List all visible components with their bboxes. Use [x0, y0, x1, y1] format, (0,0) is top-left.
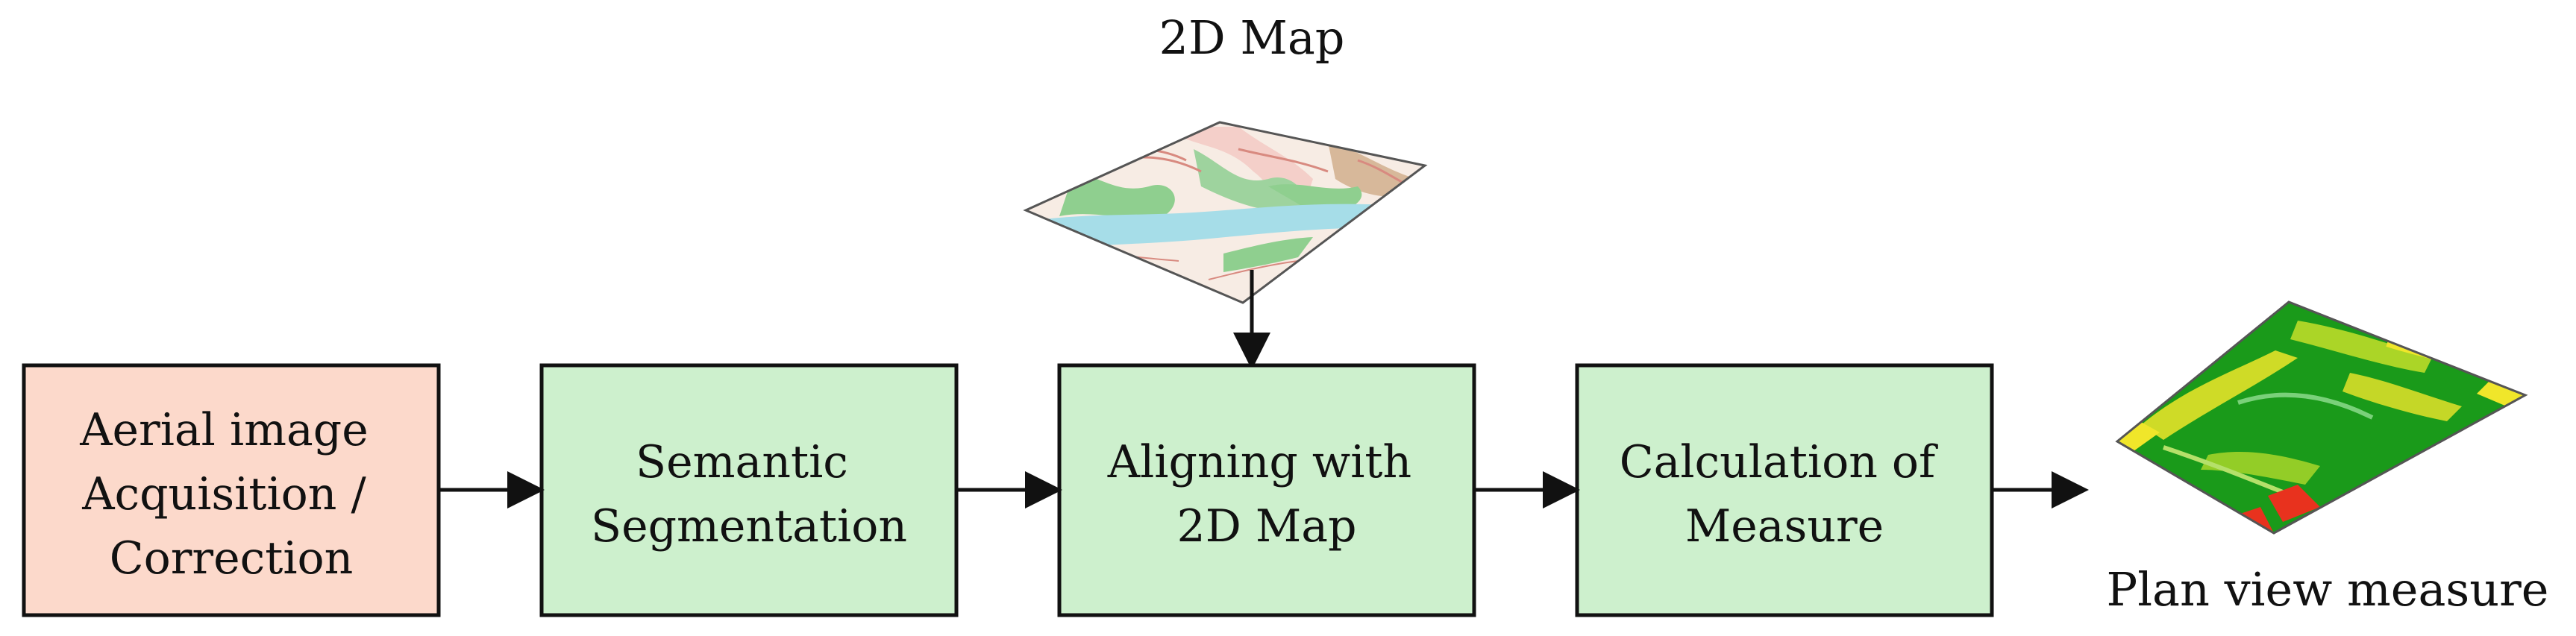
- node-line: 2D Map: [1177, 500, 1357, 552]
- node-box-calculation: [1575, 363, 1994, 617]
- plan-view-heatmap-icon: [2115, 300, 2528, 535]
- map-title: 2D Map: [1159, 10, 1345, 65]
- node-line: Acquisition /: [81, 468, 366, 520]
- 2d-map-thumbnail-icon: [1023, 121, 1428, 304]
- node-line: Aligning with: [1107, 436, 1411, 488]
- node-label-calculation: Calculation of Measure: [1620, 436, 1950, 552]
- node-line: Correction: [110, 532, 354, 585]
- plan-view-label: Plan view measure: [2107, 562, 2549, 617]
- node-label-aligning: Aligning with 2D Map: [1107, 436, 1426, 552]
- node-line: Measure: [1685, 500, 1884, 552]
- node-line: Aerial image: [79, 404, 369, 456]
- node-box-aligning: [1057, 363, 1476, 617]
- node-box-semantic-segmentation: [539, 363, 959, 617]
- node-line: Semantic: [636, 436, 848, 488]
- node-label-aerial-image: Aerial image Acquisition / Correction: [79, 404, 383, 585]
- node-label-semantic-segmentation: Semantic Segmentation: [591, 436, 907, 552]
- node-line: Calculation of: [1620, 436, 1938, 488]
- node-line: Segmentation: [591, 500, 907, 552]
- node-box-aerial-image: [22, 363, 441, 617]
